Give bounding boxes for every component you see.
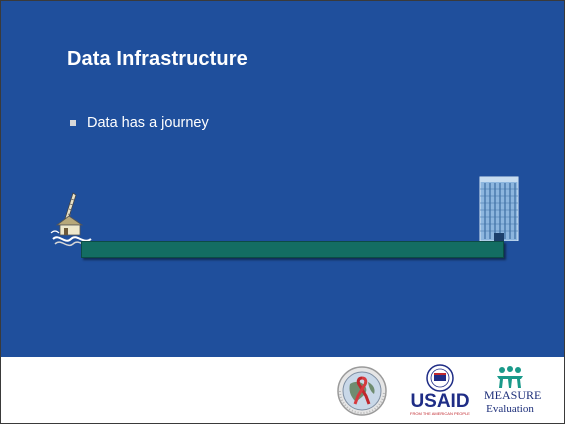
measure-evaluation-logo: MEASURE Evaluation	[484, 364, 542, 418]
title-panel: Data Infrastructure Data has a journey	[1, 1, 564, 357]
slide-title: Data Infrastructure	[67, 48, 248, 70]
measure-wordmark: MEASURE	[484, 388, 542, 402]
footer-logos: USAID FROM THE AMERICAN PEOPLE MEASURE E…	[336, 364, 542, 418]
office-tower-icon	[479, 176, 519, 241]
usaid-logo: USAID FROM THE AMERICAN PEOPLE	[406, 364, 474, 418]
village-health-post-icon	[50, 192, 94, 247]
usaid-tagline: FROM THE AMERICAN PEOPLE	[410, 411, 470, 416]
globe-ribbon-logo	[337, 366, 387, 416]
measure-people-icon	[497, 366, 523, 388]
usaid-seal-icon	[426, 364, 454, 392]
bullet-text: Data has a journey	[87, 115, 209, 131]
evaluation-wordmark: Evaluation	[486, 403, 534, 415]
data-journey-road	[81, 241, 504, 258]
usaid-wordmark: USAID	[410, 391, 470, 412]
bullet-marker-icon	[70, 120, 76, 126]
bullet-item: Data has a journey	[70, 115, 209, 131]
